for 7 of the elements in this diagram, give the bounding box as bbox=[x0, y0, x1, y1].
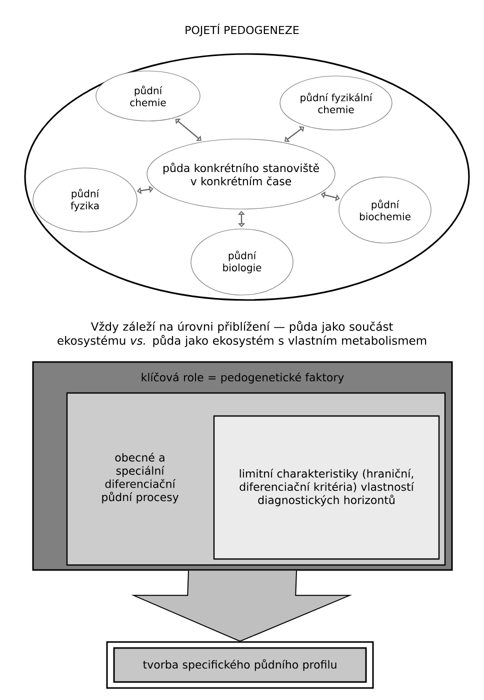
block-arrow bbox=[131, 570, 352, 642]
double-arrow bbox=[175, 118, 202, 141]
shaded-box: limitní charakteristiky (hraniční, diferenciační kritéria) vlastností diagnostických horizontů bbox=[213, 415, 440, 560]
double-arrow bbox=[137, 186, 154, 194]
note-text: Vždy záleží na úrovni přiblížení — půda jako součást ekosystému vs. půda jako ekosystém s vlastním metabolismem bbox=[58, 320, 426, 348]
result-box: tvorba specifického půdního profilu bbox=[106, 641, 374, 689]
title: POJETÍ PEDOGENEZE bbox=[186, 24, 299, 36]
